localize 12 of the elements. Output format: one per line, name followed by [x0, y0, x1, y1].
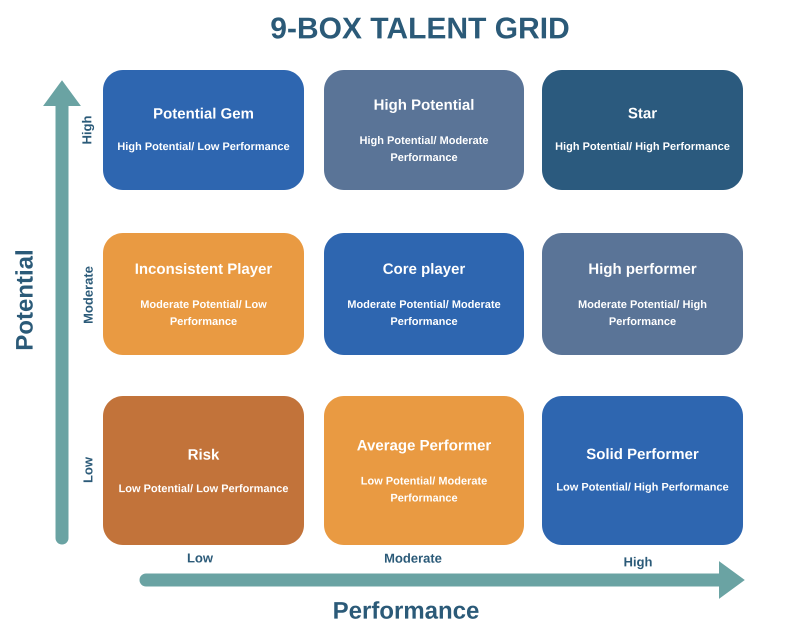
- category-box: Core player Moderate Potential/ Moderate Performance: [324, 233, 524, 355]
- category-box: Potential Gem High Potential/ Low Performance: [103, 70, 304, 190]
- category-box: High performer Moderate Potential/ High Performance: [542, 233, 743, 355]
- title: 9-BOX TALENT GRID: [271, 17, 568, 39]
- axis-title: Potential: [15, 251, 33, 350]
- category-box: Risk Low Potential/ Low Performance: [103, 396, 304, 545]
- category-box: Average Performer Low Potential/ Moderate Performance: [324, 396, 524, 545]
- category-box: High Potential High Potential/ Moderate Performance: [324, 70, 524, 190]
- category-box: Star High Potential/ High Performance: [542, 70, 743, 190]
- category-box: Solid Performer Low Potential/ High Performance: [542, 396, 743, 545]
- axis-title: Performance: [334, 601, 479, 619]
- category-box: Inconsistent Player Moderate Potential/ Low Performance: [103, 233, 304, 355]
